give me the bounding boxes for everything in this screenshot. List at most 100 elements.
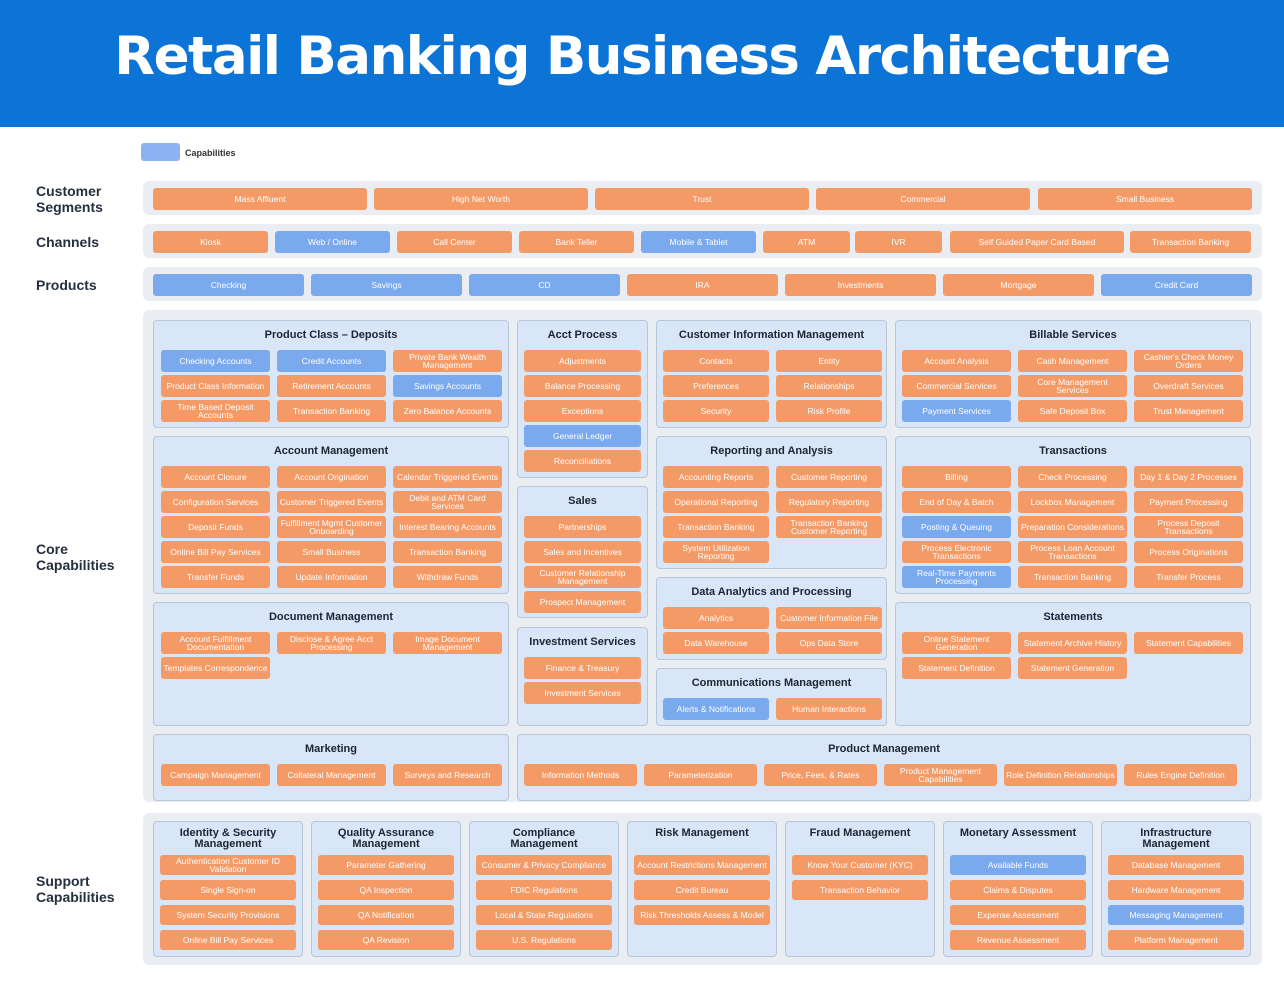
document-mgmt-disclose-agree-acct-processing[interactable]: Disclose & Agree Acct Processing (277, 632, 386, 654)
cim-relationships[interactable]: Relationships (776, 375, 882, 397)
support-account-restrictions-management[interactable]: Account Restrictions Management (634, 855, 770, 875)
product-mgmt-parameterization[interactable]: Parameterization (644, 764, 757, 786)
product-mgmt-price-fees-rates[interactable]: Price, Fees, & Rates (764, 764, 877, 786)
segment-trust[interactable]: Trust (595, 188, 809, 210)
billable-core-management-services[interactable]: Core Management Services (1018, 375, 1127, 397)
cim-entity[interactable]: Entity (776, 350, 882, 372)
reporting-operational-reporting[interactable]: Operational Reporting (663, 491, 769, 513)
support-expense-assessment[interactable]: Expense Assessment (950, 905, 1086, 925)
product-cd[interactable]: CD (469, 274, 620, 296)
acct-process-reconciliations[interactable]: Reconciliations (524, 450, 641, 472)
reporting-accounting-reports[interactable]: Accounting Reports (663, 466, 769, 488)
channel-web-online[interactable]: Web / Online (275, 231, 390, 253)
product-checking[interactable]: Checking (153, 274, 304, 296)
product-class-credit-accounts[interactable]: Credit Accounts (277, 350, 386, 372)
account-mgmt-account-closure[interactable]: Account Closure (161, 466, 270, 488)
cim-security[interactable]: Security (663, 400, 769, 422)
data-analytics-ops-data-store[interactable]: Ops Data Store (776, 632, 882, 654)
segment-commercial[interactable]: Commercial (816, 188, 1030, 210)
billable-account-analysis[interactable]: Account Analysis (902, 350, 1011, 372)
transactions-transaction-banking[interactable]: Transaction Banking (1018, 566, 1127, 588)
product-class-time-based-deposit-accounts[interactable]: Time Based Deposit Accounts (161, 400, 270, 422)
segment-small-business[interactable]: Small Business (1038, 188, 1252, 210)
channel-ivr[interactable]: IVR (855, 231, 942, 253)
product-mgmt-rules-engine-definition[interactable]: Rules Engine Definition (1124, 764, 1237, 786)
support-available-funds[interactable]: Available Funds (950, 855, 1086, 875)
reporting-transaction-banking-customer-reporting[interactable]: Transaction Banking Customer Reporting (776, 516, 882, 538)
sales-partnerships[interactable]: Partnerships (524, 516, 641, 538)
sales-sales-and-incentives[interactable]: Sales and Incentives (524, 541, 641, 563)
account-mgmt-online-bill-pay-services[interactable]: Online Bill Pay Services (161, 541, 270, 563)
account-mgmt-account-origination[interactable]: Account Origination (277, 466, 386, 488)
product-mgmt-product-management-capabilities[interactable]: Product Management Capabilities (884, 764, 997, 786)
support-know-your-customer-kyc[interactable]: Know Your Customer (KYC) (792, 855, 928, 875)
billable-payment-services[interactable]: Payment Services (902, 400, 1011, 422)
statements-statement-capabilities[interactable]: Statement Capabilities (1134, 632, 1243, 654)
account-mgmt-deposit-funds[interactable]: Deposit Funds (161, 516, 270, 538)
billable-commercial-services[interactable]: Commercial Services (902, 375, 1011, 397)
account-mgmt-debit-and-atm-card-services[interactable]: Debit and ATM Card Services (393, 491, 502, 513)
channel-atm[interactable]: ATM (763, 231, 850, 253)
channel-bank-teller[interactable]: Bank Teller (519, 231, 634, 253)
billable-cashier-s-check-money-orders[interactable]: Cashier's Check Money Orders (1134, 350, 1243, 372)
support-risk-thresholds-assess-model[interactable]: Risk Thresholds Assess & Model (634, 905, 770, 925)
reporting-system-utilization-reporting[interactable]: System Utilization Reporting (663, 541, 769, 563)
support-qa-notification[interactable]: QA Notification (318, 905, 454, 925)
support-authentication-customer-id-validation[interactable]: Authentication Customer ID Validation (160, 855, 296, 875)
support-online-bill-pay-services[interactable]: Online Bill Pay Services (160, 930, 296, 950)
transactions-check-processing[interactable]: Check Processing (1018, 466, 1127, 488)
reporting-regulatory-reporting[interactable]: Regulatory Reporting (776, 491, 882, 513)
document-mgmt-image-document-management[interactable]: Image Document Management (393, 632, 502, 654)
document-mgmt-account-fulfillment-documentation[interactable]: Account Fulfillment Documentation (161, 632, 270, 654)
support-qa-inspection[interactable]: QA Inspection (318, 880, 454, 900)
acct-process-general-ledger[interactable]: General Ledger (524, 425, 641, 447)
account-mgmt-transaction-banking[interactable]: Transaction Banking (393, 541, 502, 563)
transactions-payment-processing[interactable]: Payment Processing (1134, 491, 1243, 513)
product-mortgage[interactable]: Mortgage (943, 274, 1094, 296)
acct-process-exceptions[interactable]: Exceptions (524, 400, 641, 422)
channel-call-center[interactable]: Call Center (397, 231, 512, 253)
account-mgmt-customer-triggered-events[interactable]: Customer Triggered Events (277, 491, 386, 513)
product-savings[interactable]: Savings (311, 274, 462, 296)
transactions-posting-queuing[interactable]: Posting & Queuing (902, 516, 1011, 538)
billable-trust-management[interactable]: Trust Management (1134, 400, 1243, 422)
transactions-process-deposit-transactions[interactable]: Process Deposit Transactions (1134, 516, 1243, 538)
support-consumer-privacy-compliance[interactable]: Consumer & Privacy Compliance (476, 855, 612, 875)
billable-cash-management[interactable]: Cash Management (1018, 350, 1127, 372)
statements-statement-archive-history[interactable]: Statement Archive History (1018, 632, 1127, 654)
product-mgmt-role-definition-relationships[interactable]: Role Definition Relationships (1004, 764, 1117, 786)
channel-transaction-banking[interactable]: Transaction Banking (1130, 231, 1251, 253)
statements-statement-definition[interactable]: Statement Definition (902, 657, 1011, 679)
channel-mobile-tablet[interactable]: Mobile & Tablet (641, 231, 756, 253)
segment-mass-affluent[interactable]: Mass Affluent (153, 188, 367, 210)
transactions-transfer-process[interactable]: Transfer Process (1134, 566, 1243, 588)
product-class-savings-accounts[interactable]: Savings Accounts (393, 375, 502, 397)
support-revenue-assessment[interactable]: Revenue Assessment (950, 930, 1086, 950)
support-u-s-regulations[interactable]: U.S. Regulations (476, 930, 612, 950)
statements-online-statement-generation[interactable]: Online Statement Generation (902, 632, 1011, 654)
acct-process-adjustments[interactable]: Adjustments (524, 350, 641, 372)
billable-safe-deposit-box[interactable]: Safe Deposit Box (1018, 400, 1127, 422)
marketing-surveys-and-research[interactable]: Surveys and Research (393, 764, 502, 786)
account-mgmt-interest-bearing-accounts[interactable]: Interest Bearing Accounts (393, 516, 502, 538)
account-mgmt-fulfillment-mgmt-customer-onboarding[interactable]: Fulfillment Mgmt Customer Onboarding (277, 516, 386, 538)
account-mgmt-transfer-funds[interactable]: Transfer Funds (161, 566, 270, 588)
product-class-zero-balance-accounts[interactable]: Zero Balance Accounts (393, 400, 502, 422)
product-class-private-bank-wealth-management[interactable]: Private Bank Wealth Management (393, 350, 502, 372)
transactions-real-time-payments-processing[interactable]: Real-Time Payments Processing (902, 566, 1011, 588)
support-hardware-management[interactable]: Hardware Management (1108, 880, 1244, 900)
sales-customer-relationship-management[interactable]: Customer Relationship Management (524, 566, 641, 588)
product-ira[interactable]: IRA (627, 274, 778, 296)
transactions-process-electronic-transactions[interactable]: Process Electronic Transactions (902, 541, 1011, 563)
reporting-customer-reporting[interactable]: Customer Reporting (776, 466, 882, 488)
data-analytics-data-warehouse[interactable]: Data Warehouse (663, 632, 769, 654)
account-mgmt-calendar-triggered-events[interactable]: Calendar Triggered Events (393, 466, 502, 488)
billable-overdraft-services[interactable]: Overdraft Services (1134, 375, 1243, 397)
support-messaging-management[interactable]: Messaging Management (1108, 905, 1244, 925)
support-claims-disputes[interactable]: Claims & Disputes (950, 880, 1086, 900)
product-class-checking-accounts[interactable]: Checking Accounts (161, 350, 270, 372)
marketing-collateral-management[interactable]: Collateral Management (277, 764, 386, 786)
product-credit-card[interactable]: Credit Card (1101, 274, 1252, 296)
support-transaction-behavior[interactable]: Transaction Behavior (792, 880, 928, 900)
investment-finance-treasury[interactable]: Finance & Treasury (524, 657, 641, 679)
